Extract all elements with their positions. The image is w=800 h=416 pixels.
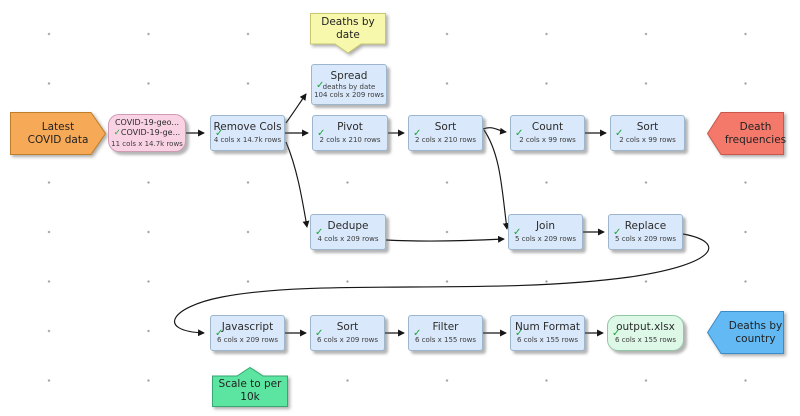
note-banner-deaths-by-country[interactable]: Deaths by country xyxy=(707,311,784,354)
note-deaths-by-date[interactable]: Deaths by date xyxy=(310,13,386,54)
node-stats: 4 cols x 209 rows xyxy=(317,235,379,243)
node-replace[interactable]: ✓ Replace 5 cols x 209 rows xyxy=(608,214,683,250)
node-stats: 11 cols x 14.7k rows xyxy=(111,139,183,148)
node-filter[interactable]: ✓ Filter 6 cols x 155 rows xyxy=(408,315,483,351)
node-stats: 6 cols x 155 rows xyxy=(615,336,676,344)
banner-label: Deaths by country xyxy=(728,319,783,345)
node-stats: 6 cols x 209 rows xyxy=(217,336,278,344)
node-title: Javascript xyxy=(221,321,274,333)
check-icon: ✓ xyxy=(315,226,324,238)
note-label: Deaths by date xyxy=(321,15,375,41)
check-icon: ✓ xyxy=(615,127,624,139)
node-title: Join xyxy=(535,220,556,232)
node-join[interactable]: ✓ Join 5 cols x 209 rows xyxy=(508,214,583,250)
node-title: Pivot xyxy=(337,121,363,133)
connector-removecols-dedupe xyxy=(285,141,310,228)
check-icon: ✓ xyxy=(113,127,121,138)
banner-label: Latest COVID data xyxy=(27,120,89,146)
node-title: output.xlsx xyxy=(616,321,675,333)
node-sort-1[interactable]: ✓ Sort 2 cols x 210 rows xyxy=(408,115,483,151)
node-title: Filter xyxy=(432,321,459,333)
node-source-covid-file[interactable]: COVID-19-geo... ✓COVID-19-ge... 11 cols … xyxy=(108,114,186,152)
node-count[interactable]: ✓ Count 2 cols x 99 rows xyxy=(510,115,585,151)
node-stats: 6 cols x 209 rows xyxy=(317,336,378,344)
check-icon: ✓ xyxy=(513,226,522,238)
note-label: Scale to per 10k xyxy=(218,378,282,403)
node-title: Remove Cols xyxy=(213,121,282,133)
node-pivot[interactable]: ✓ Pivot 2 cols x 210 rows xyxy=(312,115,388,151)
check-icon: ✓ xyxy=(413,127,422,139)
connector-replace-javascript xyxy=(173,233,710,337)
node-title: Spread xyxy=(330,69,368,82)
node-sort-2[interactable]: ✓ Sort 2 cols x 99 rows xyxy=(610,115,685,151)
note-banner-death-frequencies[interactable]: Death frequencies xyxy=(707,112,786,155)
connector-sort-count xyxy=(482,127,507,135)
node-title: Sort xyxy=(434,121,457,133)
check-icon: ✓ xyxy=(315,327,324,339)
node-dedupe[interactable]: ✓ Dedupe 4 cols x 209 rows xyxy=(310,214,386,250)
node-title: Num Format xyxy=(514,321,581,333)
node-stats: 5 cols x 209 rows xyxy=(515,235,576,243)
note-scale-to-per-10k[interactable]: Scale to per 10k xyxy=(212,367,288,407)
node-stats: 4 cols x 14.7k rows xyxy=(213,136,282,144)
node-title: Dedupe xyxy=(327,220,369,232)
node-stats: 5 cols x 209 rows xyxy=(615,235,676,243)
node-remove-cols[interactable]: ✓ Remove Cols 4 cols x 14.7k rows xyxy=(210,115,285,151)
check-icon: ✓ xyxy=(215,327,224,339)
banner-left-arrow-shape xyxy=(707,112,784,155)
check-icon: ✓ xyxy=(215,127,224,139)
check-icon: ✓ xyxy=(317,127,326,139)
node-title: Replace xyxy=(624,220,667,232)
node-stats: 6 cols x 155 rows xyxy=(415,336,476,344)
node-num-format[interactable]: ✓ Num Format 6 cols x 155 rows xyxy=(510,315,585,351)
banner-left-arrow-shape xyxy=(707,311,784,354)
node-javascript[interactable]: ✓ Javascript 6 cols x 209 rows xyxy=(210,315,285,351)
node-spread[interactable]: ✓ Spread deaths by date 104 cols x 209 r… xyxy=(311,64,387,105)
check-icon: ✓ xyxy=(612,327,621,339)
source-filename-1: COVID-19-geo... xyxy=(114,117,180,127)
node-stats: 2 cols x 210 rows xyxy=(319,136,381,144)
node-sort-3[interactable]: ✓ Sort 6 cols x 209 rows xyxy=(310,315,385,351)
node-stats: 2 cols x 99 rows xyxy=(519,136,576,144)
check-icon: ✓ xyxy=(413,327,422,339)
source-filename-2: ✓COVID-19-ge... xyxy=(113,127,181,138)
node-title: Count xyxy=(531,121,564,133)
node-stats: 2 cols x 210 rows xyxy=(415,136,476,144)
node-output-xlsx[interactable]: ✓ output.xlsx 6 cols x 155 rows xyxy=(607,315,684,351)
node-stats: 6 cols x 155 rows xyxy=(517,336,578,344)
check-icon: ✓ xyxy=(316,79,325,91)
node-stats: 2 cols x 99 rows xyxy=(619,136,676,144)
node-title: Sort xyxy=(336,321,359,333)
node-title: Sort xyxy=(636,121,659,133)
connector-removecols-spread xyxy=(285,93,307,124)
note-banner-latest-covid-data[interactable]: Latest COVID data xyxy=(10,112,106,155)
banner-right-arrow-shape xyxy=(10,112,106,155)
note-pointer-up-shape xyxy=(212,367,288,407)
check-icon: ✓ xyxy=(515,127,524,139)
connector-sort-join xyxy=(483,129,510,230)
check-icon: ✓ xyxy=(613,226,622,238)
node-comment: deaths by date xyxy=(322,82,376,91)
note-pointer-down-shape xyxy=(310,13,386,54)
node-stats: 104 cols x 209 rows xyxy=(314,90,384,99)
banner-label: Death frequencies xyxy=(724,120,787,146)
check-icon: ✓ xyxy=(515,327,524,339)
connector-dedupe-join xyxy=(385,235,505,243)
